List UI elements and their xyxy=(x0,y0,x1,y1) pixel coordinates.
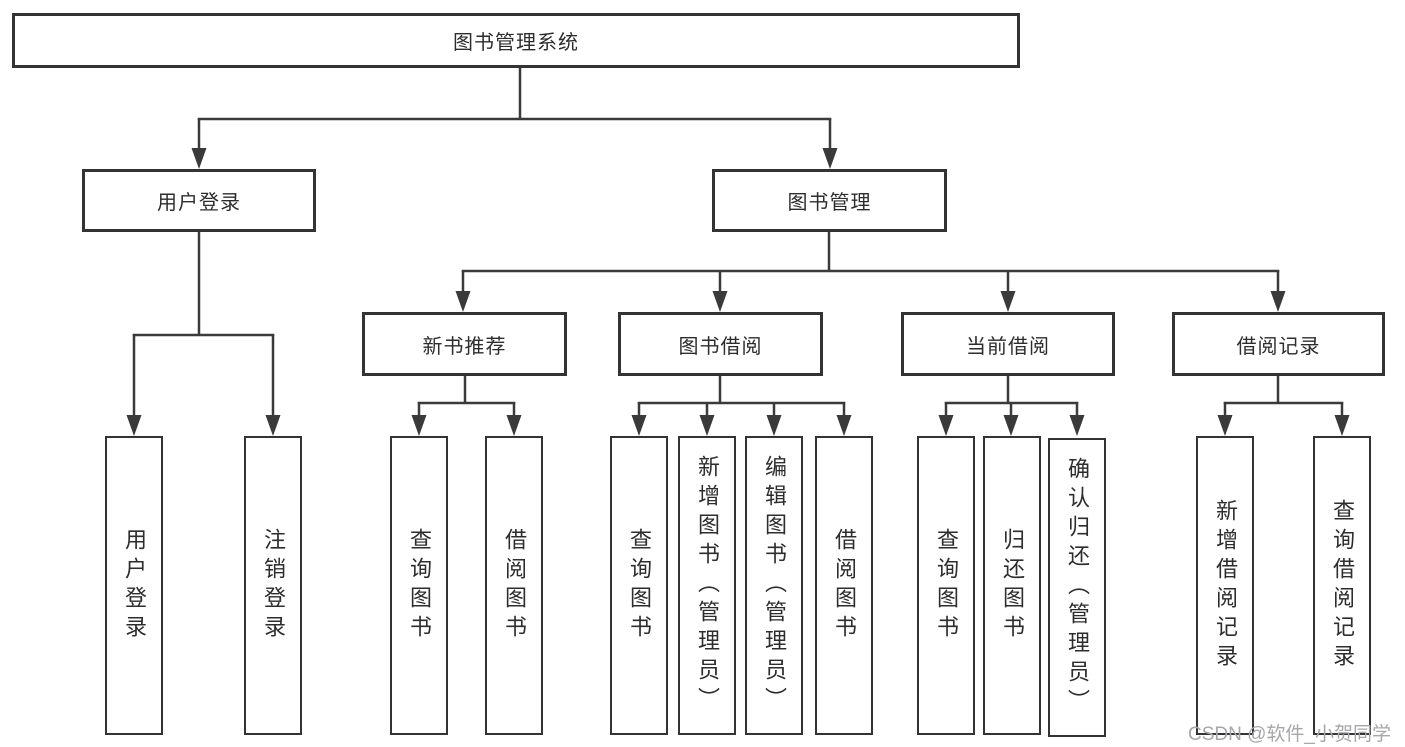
node-book-management: 图书管理 xyxy=(712,169,947,232)
node-new-book-recommendation: 新书推荐 xyxy=(362,312,567,376)
leaf-query-borrow-record: 查询借阅记录 xyxy=(1313,436,1371,735)
leaf-return-books: 归还图书 xyxy=(983,436,1041,735)
node-root-library-management-system: 图书管理系统 xyxy=(12,13,1020,68)
leaf-logout: 注销登录 xyxy=(244,436,302,735)
leaf-query-books-borrowing: 查询图书 xyxy=(610,436,668,735)
leaf-add-books-admin: 新增图书（管理员） xyxy=(678,436,736,735)
leaf-query-books-current: 查询图书 xyxy=(917,436,975,735)
node-user-login: 用户登录 xyxy=(82,169,316,232)
leaf-borrow-books-recommendation: 借阅图书 xyxy=(485,436,543,735)
leaf-confirm-return-admin: 确认归还（管理员） xyxy=(1048,438,1106,737)
leaf-add-borrow-record: 新增借阅记录 xyxy=(1196,436,1254,735)
leaf-query-books-recommendation: 查询图书 xyxy=(390,436,448,735)
node-current-borrowing: 当前借阅 xyxy=(901,312,1115,376)
leaf-user-login: 用户登录 xyxy=(105,436,163,735)
node-book-borrowing: 图书借阅 xyxy=(618,312,823,376)
node-borrowing-records: 借阅记录 xyxy=(1172,312,1385,376)
csdn-watermark: CSDN @软件_小贺同学 xyxy=(1188,724,1391,745)
leaf-borrow-books: 借阅图书 xyxy=(815,436,873,735)
leaf-edit-books-admin: 编辑图书（管理员） xyxy=(745,436,803,735)
